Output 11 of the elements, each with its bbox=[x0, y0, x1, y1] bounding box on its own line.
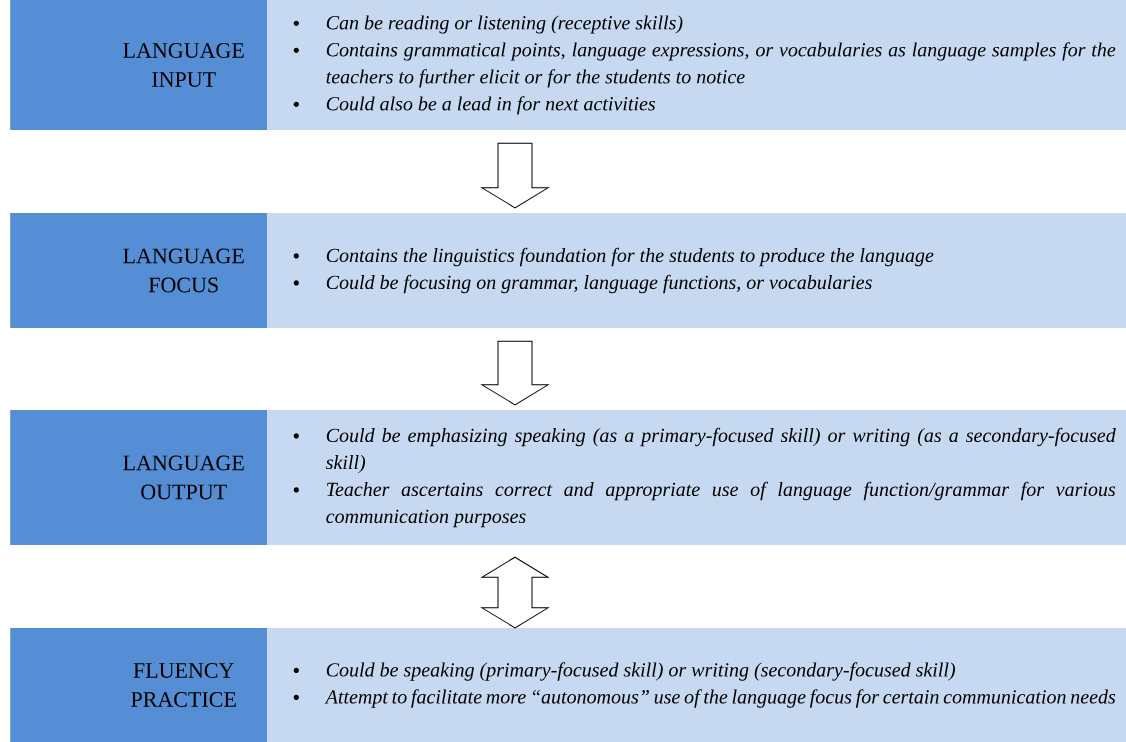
block-arrow bbox=[481, 556, 549, 629]
description-box: Contains the linguistics foundation for the students to produce the language Could be focusing on grammar, language functions, or vocabularies bbox=[267, 213, 1126, 328]
description-box: Could be speaking (primary-focused skill) or writing (secondary-focused skill) Attempt to facilitate more “autonomous” use of the language focus for certain communication needs bbox=[267, 628, 1126, 742]
description-box: Could be emphasizing speaking (as a primary-focused skill) or writing (as a secondary-focused skill) Teacher ascertains correct and appropriate use of language function/grammar for various communication purposes bbox=[267, 410, 1126, 545]
block-arrow bbox=[481, 340, 549, 406]
stage-box: LANGUAGE INPUT bbox=[10, 0, 268, 130]
description-box: Can be reading or listening (receptive skills) Contains grammatical points, language expressions, or vocabularies as language samples for the teachers to further elicit or for the students to notice Could also be a lead in for next activities bbox=[267, 0, 1126, 130]
stage-box: FLUENCY PRACTICE bbox=[10, 628, 268, 742]
stage-box: LANGUAGE OUTPUT bbox=[10, 410, 268, 545]
stage-box: LANGUAGE FOCUS bbox=[10, 213, 268, 328]
block-arrow bbox=[481, 142, 549, 209]
